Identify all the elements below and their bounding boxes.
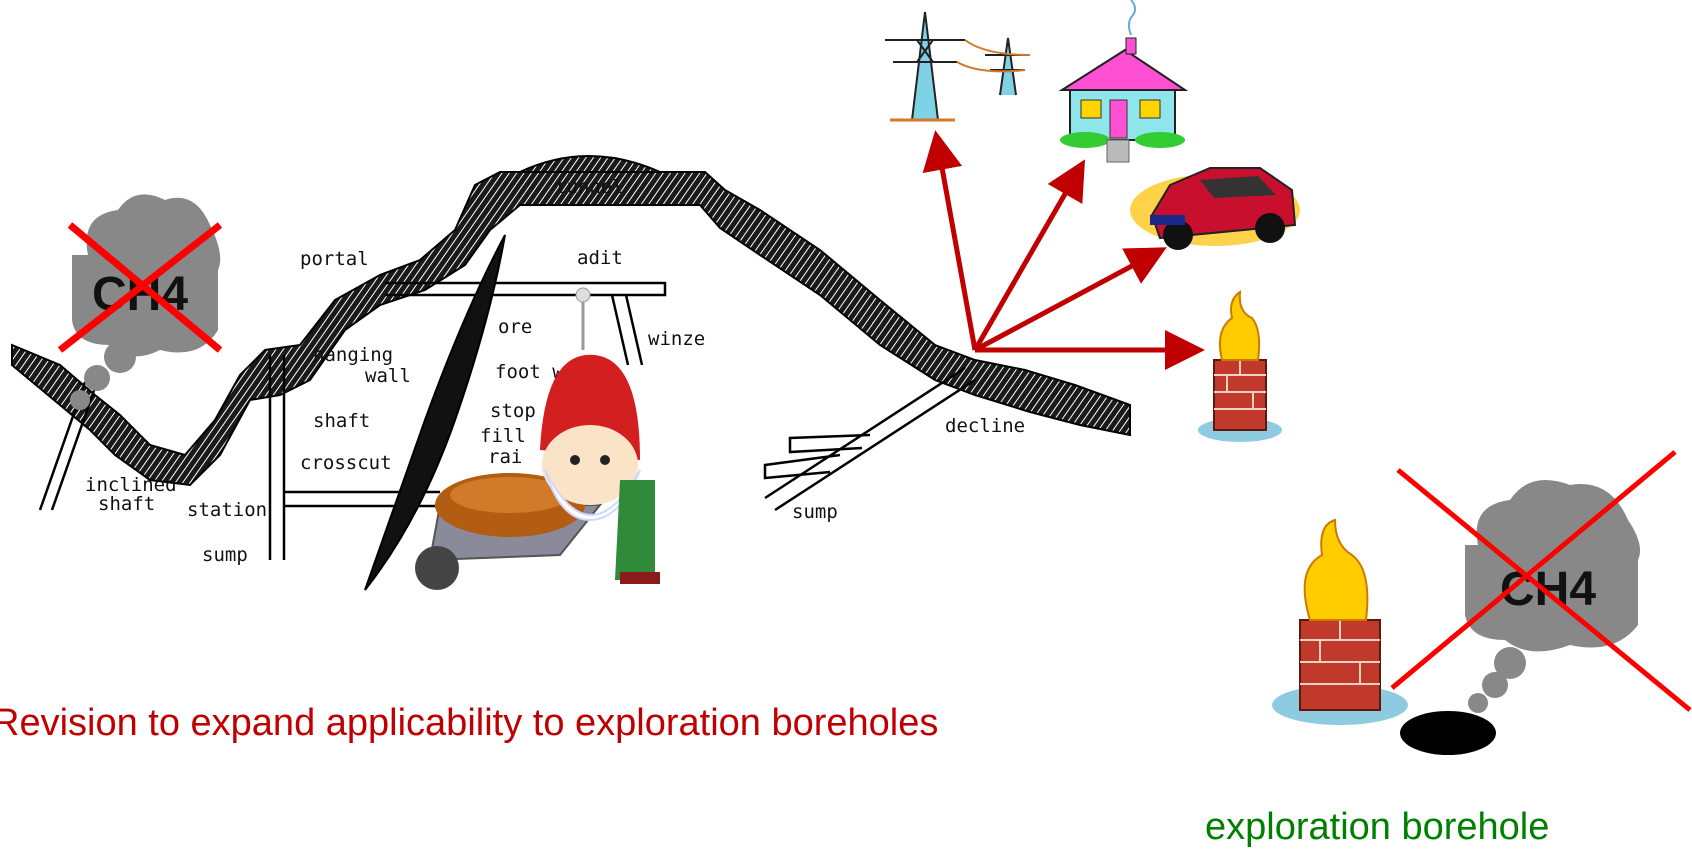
car-icon xyxy=(1130,167,1300,250)
label-shaft: shaft xyxy=(313,410,370,432)
label-crosscut: crosscut xyxy=(300,452,392,474)
gnome-icon xyxy=(415,287,660,590)
ore-body xyxy=(364,234,506,591)
label-winze: winze xyxy=(648,328,705,350)
ch4-cloud-left: CH4 xyxy=(57,194,223,410)
cross-line-left-2 xyxy=(57,222,223,353)
arrow-to-house xyxy=(972,159,1085,352)
label-station: station xyxy=(187,499,267,521)
label-tunnel: tunnel xyxy=(555,176,624,198)
ch4-label-right: CH4 xyxy=(1500,563,1596,616)
label-sump-left: sump xyxy=(202,544,248,566)
ch4-cloud-right: CH4 xyxy=(1390,450,1692,713)
cross-line-right-1 xyxy=(1396,468,1692,712)
revision-caption: Revision to expand applicability to expl… xyxy=(0,702,939,744)
label-raise: rai xyxy=(488,446,522,468)
cross-line-right-2 xyxy=(1390,450,1677,690)
arrow-to-car xyxy=(973,247,1167,353)
house-icon xyxy=(1058,0,1189,163)
label-adit: adit xyxy=(577,247,623,269)
power-lines-icon xyxy=(885,11,1031,122)
mine-labels: tunnel portal adit ore winze hanging wal… xyxy=(85,176,1025,566)
label-ore: ore xyxy=(498,316,532,338)
label-hanging-wall-1: hanging xyxy=(313,344,393,366)
label-sump-right: sump xyxy=(792,501,838,523)
label-inclined-shaft-2: shaft xyxy=(98,493,155,515)
label-inclined-shaft-1: inclined xyxy=(85,474,177,496)
label-hanging-wall-2: wall xyxy=(365,365,411,387)
borehole-hole-icon xyxy=(1400,711,1496,755)
flare-icon xyxy=(1198,289,1282,442)
label-decline: decline xyxy=(945,415,1025,437)
label-fill: fill xyxy=(480,425,526,447)
exploration-borehole-label: exploration borehole xyxy=(1205,806,1550,848)
borehole-flare-icon xyxy=(1272,518,1408,725)
usage-arrows xyxy=(922,130,1205,370)
label-portal: portal xyxy=(300,248,369,270)
arrow-to-power-lines xyxy=(922,130,978,351)
label-stope: stop xyxy=(490,400,536,422)
